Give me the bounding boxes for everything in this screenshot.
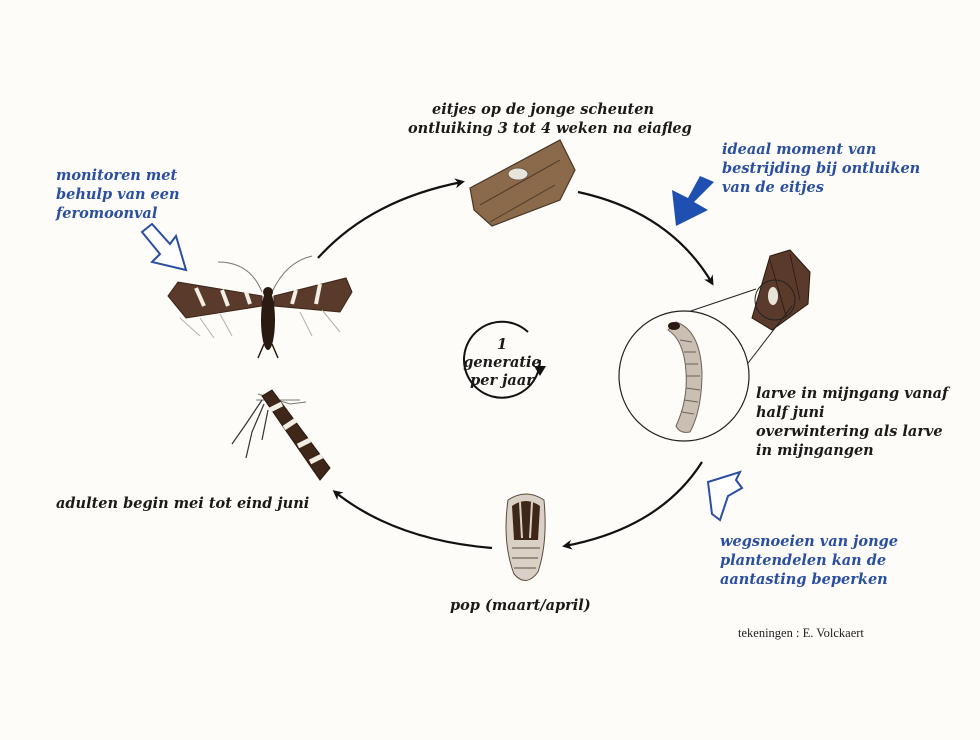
cycle-arrow-egg-to-larva	[577, 190, 714, 286]
cycle-arrow-pupa-to-adult	[332, 490, 493, 550]
cycle-arrow-larva-to-pupa	[562, 461, 703, 550]
adults-label: adulten begin mei tot eind juni	[56, 495, 310, 512]
adult-moth-resting-illustration	[231, 389, 331, 481]
pruning-arrow-icon	[706, 470, 744, 522]
control-moment-note: ideaal moment van bestrijding bij ontlui…	[722, 141, 921, 196]
cycle-arrow-adult-to-egg	[317, 178, 465, 259]
egg-on-shoot-illustration	[469, 139, 576, 227]
adult-moth-spread-illustration	[167, 255, 353, 359]
pupa-illustration	[505, 493, 546, 581]
generation-per-year-label: 1 generatie per jaar	[463, 336, 541, 389]
larva-magnified-illustration	[618, 310, 750, 442]
illustration-credit: tekeningen : E. Volckaert	[738, 626, 864, 640]
pupa-label: pop (maart/april)	[450, 597, 591, 614]
control-moment-arrow-icon	[672, 176, 714, 226]
monitoring-arrow-icon	[140, 222, 188, 272]
larva-leaf-illustration	[751, 249, 811, 331]
pruning-note: wegsnoeien van jonge plantendelen kan de…	[720, 533, 899, 588]
eggs-label: eitjes op de jonge scheuten ontluiking 3…	[408, 101, 692, 137]
monitoring-note: monitoren met behulp van een feromoonval	[56, 167, 180, 222]
generation-cycle-icon	[463, 320, 546, 399]
larva-label: larve in mijngang vanaf half juni overwi…	[756, 385, 949, 459]
